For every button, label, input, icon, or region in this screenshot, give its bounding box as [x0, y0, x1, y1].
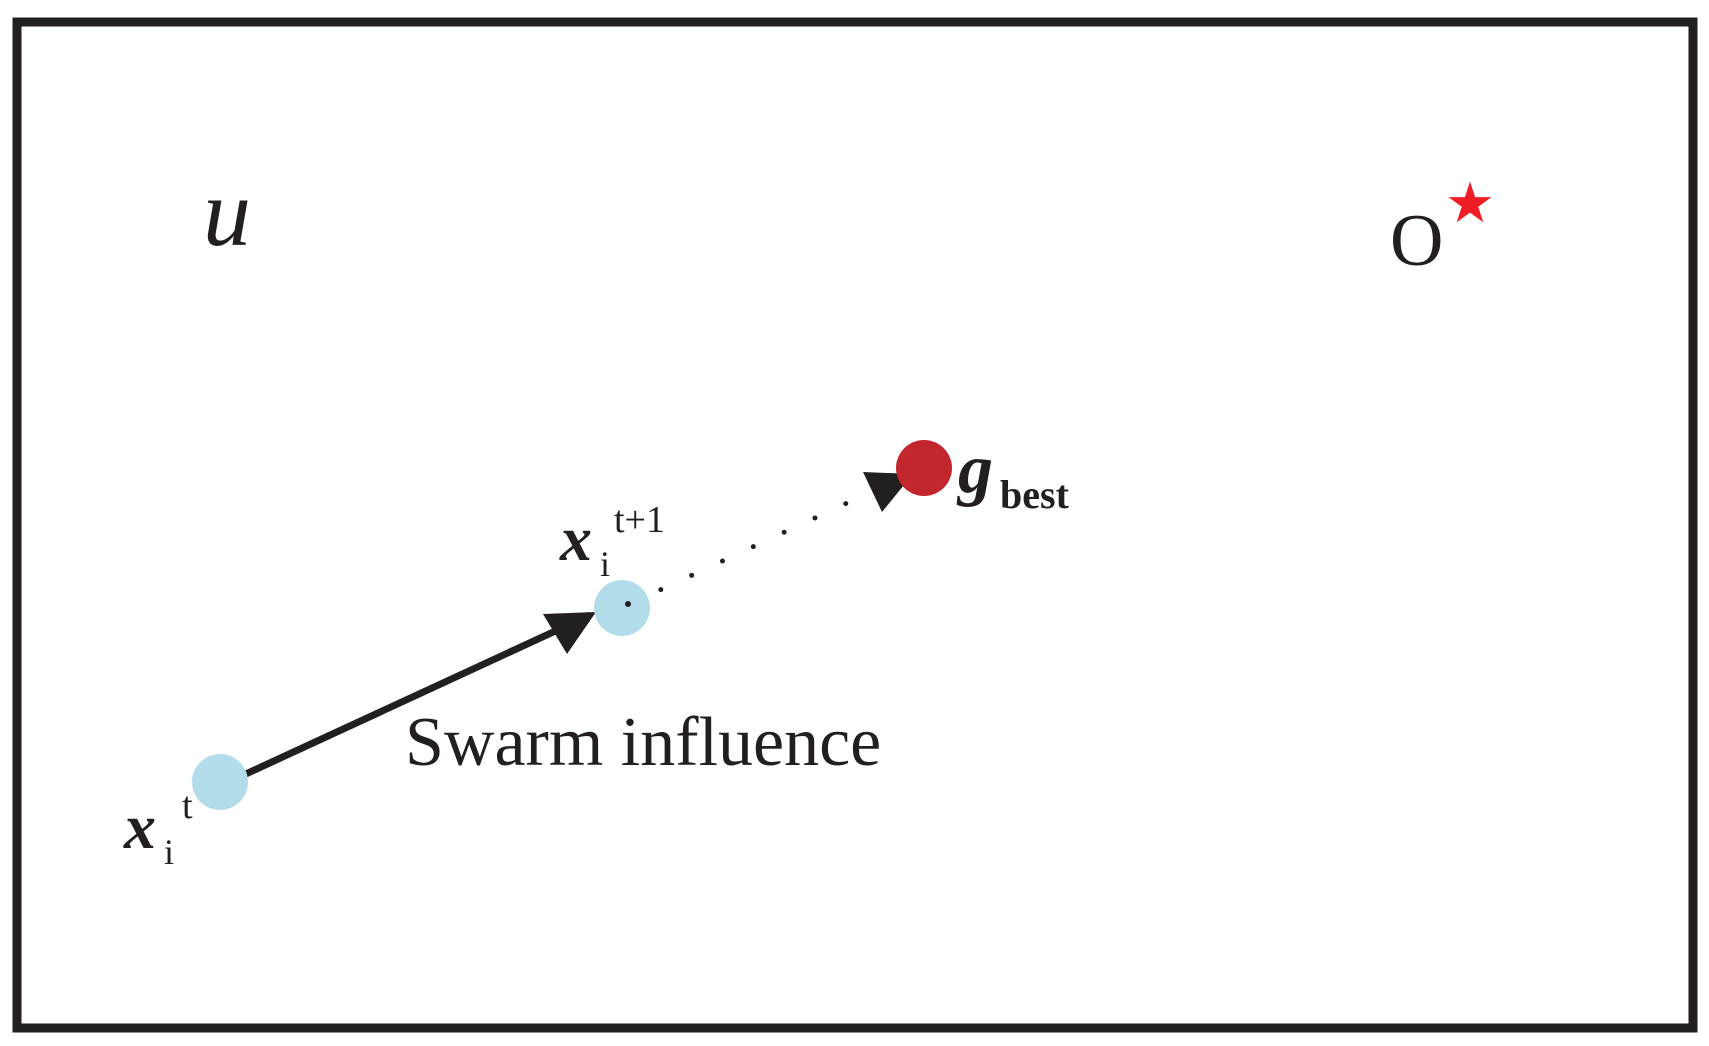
- particle-next-superscript: t+1: [614, 499, 665, 541]
- particle-next: [594, 580, 650, 636]
- particle-current-label: x i t: [123, 785, 193, 872]
- particle-next-subscript: i: [600, 544, 610, 584]
- optimum-label: O: [1390, 200, 1443, 282]
- particle-next-label: x i t+1: [559, 499, 665, 584]
- particle-current-superscript: t: [182, 785, 193, 827]
- particle-next-symbol: x: [559, 503, 592, 574]
- search-space-frame: [12, 17, 1698, 1033]
- swarm-influence-arrow: [233, 611, 592, 783]
- search-space-label: u: [203, 159, 251, 266]
- particle-current: [192, 754, 248, 810]
- global-best-marker: [896, 440, 952, 496]
- swarm-influence-arrowhead: [543, 612, 596, 654]
- global-best-subscript: best: [1000, 472, 1070, 517]
- global-best-symbol: g: [956, 431, 993, 508]
- swarm-influence-label: Swarm influence: [405, 704, 881, 781]
- particle-current-subscript: i: [164, 832, 174, 872]
- particle-next-center-dot: [625, 601, 631, 607]
- particle-current-symbol: x: [123, 791, 156, 862]
- star-icon: ★: [1445, 171, 1495, 236]
- global-best-label: g best: [956, 431, 1070, 517]
